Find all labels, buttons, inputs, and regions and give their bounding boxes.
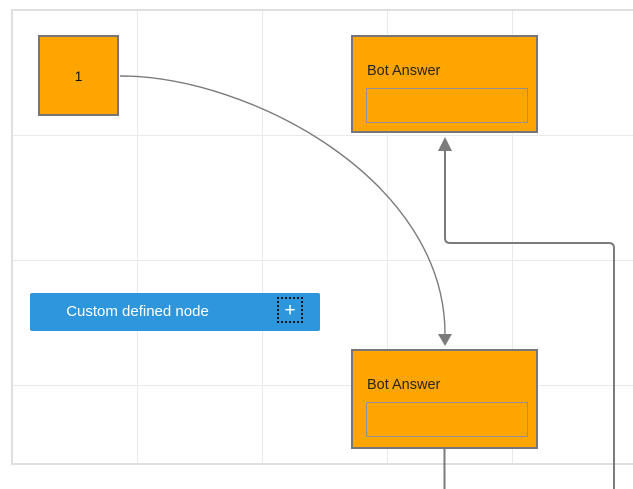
- custom-node-label: Custom defined node: [66, 303, 209, 320]
- bot-answer-title: Bot Answer: [367, 63, 441, 79]
- up-arrowhead-icon[interactable]: [438, 137, 452, 151]
- custom-defined-node[interactable]: Custom defined node +: [30, 293, 320, 331]
- elbow-connector[interactable]: [438, 137, 615, 489]
- curved-connector-path[interactable]: [119, 75, 446, 335]
- canvas-page-border: [11, 9, 633, 465]
- bot-answer-node-bottom[interactable]: Bot Answer: [351, 349, 538, 449]
- curved-connector[interactable]: [119, 75, 452, 346]
- elbow-connector-path[interactable]: [444, 150, 615, 489]
- bot-answer-input[interactable]: [366, 88, 528, 123]
- node-start-label: 1: [74, 67, 83, 84]
- down-arrowhead-icon[interactable]: [438, 334, 452, 346]
- node-start[interactable]: 1: [38, 35, 119, 116]
- bot-answer-input[interactable]: [366, 402, 528, 437]
- plus-icon: +: [284, 299, 296, 321]
- add-node-button[interactable]: +: [277, 297, 303, 323]
- bot-answer-node-top[interactable]: Bot Answer: [351, 35, 538, 133]
- bot-answer-title: Bot Answer: [367, 377, 441, 393]
